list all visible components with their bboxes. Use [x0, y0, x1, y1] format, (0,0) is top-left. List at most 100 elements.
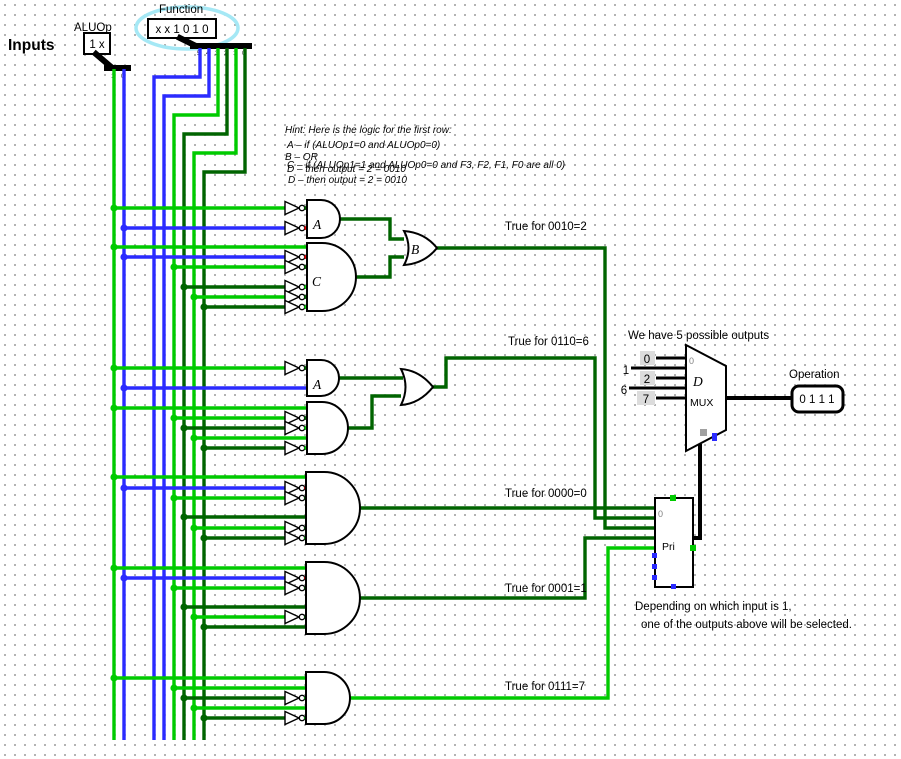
- encoder-output-pin: [690, 545, 696, 551]
- constant-7[interactable]: [637, 391, 655, 405]
- not-gate[interactable]: [284, 220, 301, 236]
- wire-f2: [182, 48, 229, 740]
- junction-dot: [120, 484, 128, 492]
- not-gate[interactable]: [284, 279, 301, 295]
- junction-dot: [110, 204, 118, 212]
- encoder-note-line1: Depending on which input is 1,: [635, 601, 792, 613]
- not-gate[interactable]: [284, 570, 301, 586]
- junction-dot: [110, 674, 118, 682]
- row1-output-label: True for 0010=2: [505, 221, 587, 233]
- not-gate[interactable]: [284, 259, 301, 275]
- junction-dot: [190, 613, 198, 621]
- not-gate[interactable]: [284, 249, 301, 265]
- and-gate-row1-c[interactable]: [306, 242, 357, 312]
- wire-row4-output: [360, 536, 655, 600]
- and-gate-row2-a[interactable]: [306, 359, 340, 397]
- junction-dot: [190, 434, 198, 442]
- not-gate[interactable]: [284, 289, 301, 305]
- or-gate-row1-b[interactable]: [402, 229, 439, 267]
- wire-f4: [162, 48, 211, 740]
- and-gate-row1-a[interactable]: [306, 199, 341, 239]
- constant-1-value[interactable]: 1: [623, 365, 629, 377]
- not-gate[interactable]: [284, 520, 301, 536]
- row3-output-label: True for 0000=0: [505, 488, 587, 500]
- not-gate[interactable]: [284, 200, 301, 216]
- not-gate[interactable]: [284, 410, 301, 426]
- junction-dot: [180, 283, 188, 291]
- constant-0[interactable]: [640, 351, 655, 365]
- not-gate[interactable]: [284, 710, 301, 726]
- not-gate[interactable]: [284, 360, 301, 376]
- hint-line: A – if (ALUOp1=0 and ALUOp0=0): [286, 140, 440, 151]
- not-gate[interactable]: [284, 490, 301, 506]
- encoder-enable-pin: [670, 495, 676, 501]
- wire: [356, 255, 404, 279]
- junction-dot: [180, 603, 188, 611]
- hint-line: B – OR: [285, 152, 318, 163]
- junction-dot: [120, 253, 128, 261]
- aluop-splitter[interactable]: [91, 49, 131, 71]
- junction-dot: [120, 574, 128, 582]
- junction-dot: [110, 473, 118, 481]
- wire-row5-output: [350, 546, 655, 700]
- junction-dot: [170, 684, 178, 692]
- mux-d-label: D: [692, 374, 703, 389]
- page-title: Inputs: [8, 37, 55, 54]
- wire-mux-select: [693, 444, 702, 540]
- wire: [348, 394, 401, 430]
- function-splitter[interactable]: [175, 33, 252, 50]
- and-gate-row4[interactable]: [305, 561, 361, 635]
- junction-dot: [190, 524, 198, 532]
- constant-6-value[interactable]: 6: [621, 385, 627, 397]
- not-gates: [284, 200, 309, 726]
- or-gate-row2[interactable]: [399, 367, 435, 407]
- not-gate[interactable]: [284, 580, 301, 596]
- row2-output-label: True for 0110=6: [508, 336, 589, 348]
- function-label: Function: [159, 4, 203, 16]
- constant-0-value[interactable]: 0: [644, 354, 650, 366]
- constant-2-value[interactable]: 2: [644, 374, 650, 386]
- not-gate[interactable]: [284, 420, 301, 436]
- junction-dot: [200, 534, 208, 542]
- junction-dot: [110, 243, 118, 251]
- junction-dot: [110, 364, 118, 372]
- junction-dot: [110, 564, 118, 572]
- and-gate-row5[interactable]: [305, 671, 351, 725]
- aluop-value[interactable]: 1 x: [89, 39, 105, 51]
- hint-line: D – then output = 2 = 0010: [288, 175, 407, 186]
- encoder-unused-pin: [652, 575, 657, 580]
- function-value[interactable]: x x 1 0 1 0: [155, 24, 208, 36]
- wire-row1-output: [436, 246, 655, 530]
- operation-output-pin[interactable]: [790, 384, 845, 414]
- and-gate-row2[interactable]: [306, 401, 349, 455]
- junction-dot: [170, 494, 178, 502]
- constant-7-value[interactable]: 7: [643, 394, 649, 406]
- constant-2[interactable]: [640, 371, 655, 385]
- wire: [340, 217, 404, 241]
- junction-dot: [120, 384, 128, 392]
- not-gate[interactable]: [284, 609, 301, 625]
- junction-dot: [200, 303, 208, 311]
- junction-dot: [180, 513, 188, 521]
- wire-row2-output: [432, 356, 655, 520]
- not-gate[interactable]: [284, 690, 301, 706]
- not-gate[interactable]: [284, 299, 301, 315]
- mux-note: We have 5 possible outputs: [628, 330, 769, 342]
- mux-text: MUX: [690, 397, 713, 409]
- junction-dot: [190, 293, 198, 301]
- row5-output-label: True for 0111=7: [505, 681, 585, 693]
- gate-label-c: C: [312, 274, 322, 289]
- not-gate[interactable]: [284, 480, 301, 496]
- hint-line: C – if (ALUOp1=1 and ALUOp0=0 and F3, F2…: [287, 160, 565, 171]
- gate-label-a: A: [312, 217, 322, 232]
- operation-value: 0 1 1 1: [799, 394, 834, 406]
- junction-dot: [200, 714, 208, 722]
- not-gate[interactable]: [284, 530, 301, 546]
- junction-dot: [120, 224, 128, 232]
- and-gate-row3[interactable]: [305, 471, 361, 545]
- wire-f0: [202, 48, 247, 740]
- not-gate[interactable]: [284, 440, 301, 456]
- mux-component[interactable]: [685, 343, 727, 453]
- encoder-unused-pin: [671, 584, 676, 589]
